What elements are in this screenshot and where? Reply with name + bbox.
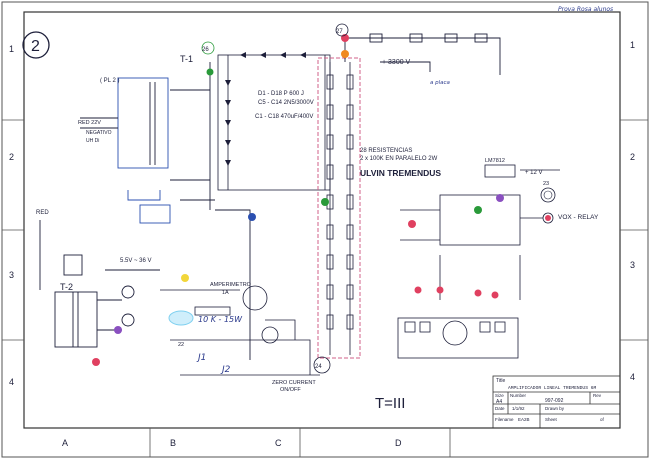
tb-file-label: Filename [495,417,514,422]
r10k-label: 10 K - 15W [198,315,243,324]
row-label-right-4: 4 [630,372,635,382]
j2-label: J2 [220,365,231,375]
tb-rev-label: Rev [593,393,602,398]
j1-label: J1 [196,353,206,363]
amp-1a-label: 1A [222,290,229,296]
row-label-left-3: 3 [9,270,14,280]
red-label: RED [36,210,49,216]
col-label-c: C [275,438,282,448]
t2-label: T-2 [60,282,73,292]
transformer-t1-area [80,62,251,360]
resistor-chain-sub: 2 x 100K EN PARALELO 2W [360,156,438,162]
tb-size-label: Size [495,393,504,398]
bias-section [160,285,320,376]
row-label-left-4: 4 [9,377,14,387]
resistor-chain-box [317,57,361,359]
zero-current-label: ZERO CURRENT [272,380,316,386]
tb-file-value: EA2B [518,417,530,422]
node-26-label: 26 [202,47,209,53]
marker-dots [92,34,551,366]
zero-current-sub: ON/OFF [280,387,301,393]
node-27-label: 27 [336,29,343,35]
node-23-circle [543,190,553,200]
grid-ticks [2,119,648,457]
relay-section [400,164,560,300]
hv-label: + 3300 V [382,59,411,66]
node-26-circle [201,41,215,55]
uhd-label: UH Di [86,138,99,144]
diode-spec-2: C5 - C14 2N5/3000V [258,100,314,106]
diode-spec-1: D1 - D18 P 600 J [258,91,304,97]
hv-note: a placa [430,80,451,86]
tb-number-value: 997-092 [545,398,564,404]
pl2-label: ( PL 2 ) [100,78,119,84]
vox-label: VOX - RELAY [558,214,599,221]
v55-label: 5.5V ~ 36 V [120,258,152,264]
revision-mark: T=III [375,395,405,412]
title-block [492,375,621,429]
node-27-circle [335,23,349,37]
project-name: ULVIN TREMENDUS [360,168,441,178]
tb-sheet-value: of [600,417,605,422]
diode-marks [225,52,306,166]
tb-date-value: 1/1/92 [512,406,525,411]
tube-socket [397,317,519,359]
tb-title-label: Title [496,378,505,384]
row-label-right-1: 1 [630,40,635,50]
inner-frame [23,11,621,429]
tb-number-label: Number [510,393,527,398]
row-label-right-3: 3 [630,260,635,270]
diode-spec-3: C1 - C18 470uF/400V [255,114,313,120]
plus12-label: + 12 V [525,170,543,176]
row-label-right-2: 2 [630,152,635,162]
tb-date-label: Date [495,406,505,411]
resistor-chain [326,62,354,355]
resistor-chain-title: 28 RESISTENCIAS [360,148,412,154]
node-22-label: 22 [178,342,184,348]
sheet-number-circle [22,31,50,59]
tb-title-value: AMPLIFICADOR LINEAL TREMENDUS 6M [508,385,596,391]
node-24-circle [313,356,331,374]
negativo-label: NEGATIVO [86,130,112,136]
regulator-label: LM7812 [485,158,505,164]
row-label-left-1: 1 [9,44,14,54]
sheet-number: 2 [31,38,40,55]
col-label-a: A [62,438,68,448]
col-label-b: B [170,438,176,448]
row-label-left-2: 2 [9,152,14,162]
red-22v-label: RED 22V [78,120,101,126]
col-label-d: D [395,438,402,448]
header-note: Prova Rosa alunos [558,6,613,13]
node-23-label: 23 [543,181,549,187]
amp-ref-label: AMPERIMETRO [210,282,252,288]
node-24-label: 24 [315,364,322,370]
t1-label: T-1 [180,54,193,64]
tb-size-value: A4 [496,399,502,405]
tb-drawn-label: Drawn by [545,406,565,411]
tb-sheet-label: Sheet [545,417,558,422]
transformer-t2-area [39,220,160,348]
